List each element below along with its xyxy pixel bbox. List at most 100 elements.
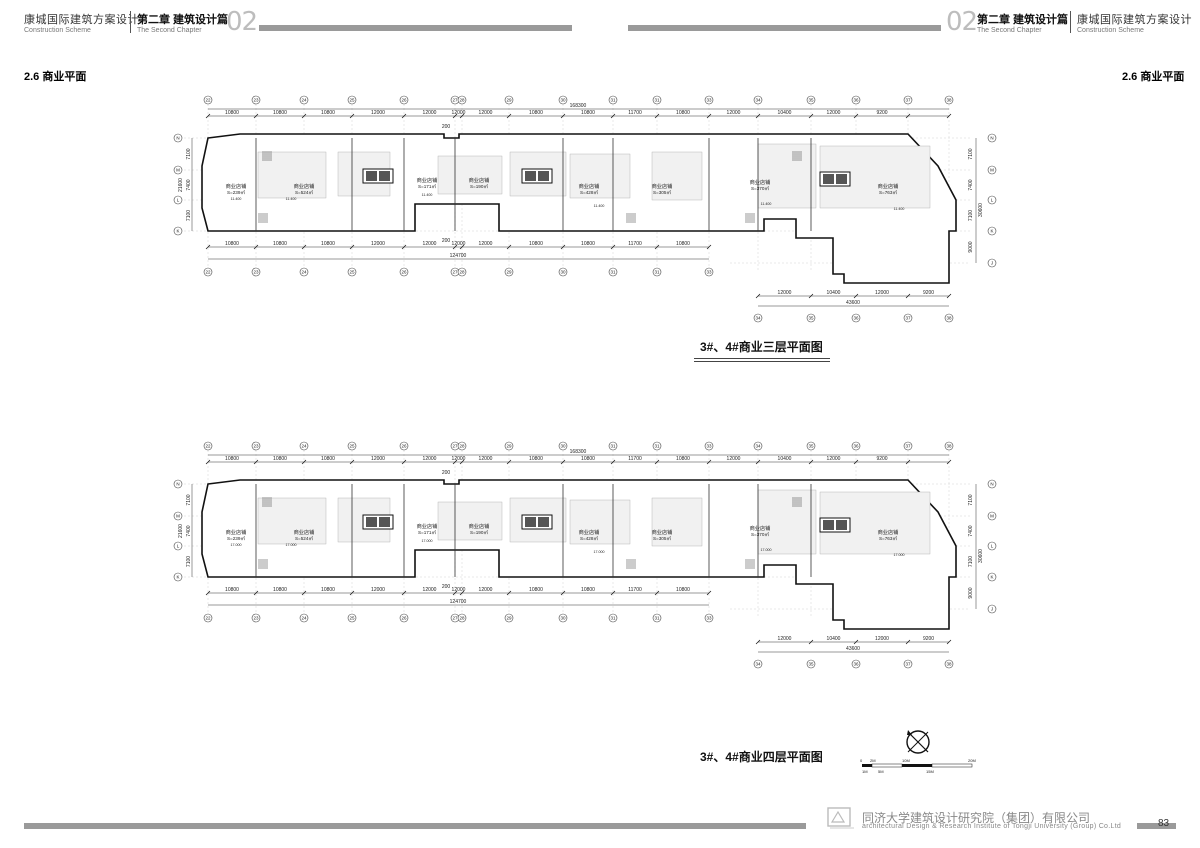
bottom-dim-tick bbox=[459, 590, 465, 596]
axis-label-right: N bbox=[990, 136, 993, 141]
shop-floor-area bbox=[437, 501, 503, 541]
axis-label-left-bubble bbox=[173, 133, 183, 143]
shop-name: 商业店铺 bbox=[226, 182, 247, 190]
axis-label-top-bubble bbox=[704, 441, 714, 451]
axis-label-top: 37 bbox=[905, 444, 911, 449]
axis-label-bottom-bubble bbox=[704, 267, 714, 277]
shop-area: S=190㎡ bbox=[470, 183, 488, 189]
caption-underline bbox=[694, 358, 830, 359]
top-total-value: 168300 bbox=[570, 449, 587, 455]
elevator-car bbox=[538, 171, 549, 181]
left-dim-value: 7100 bbox=[186, 556, 192, 567]
chapter-title-right: 第二章 建筑设计篇 bbox=[977, 14, 1069, 26]
shop-name: 商业店铺 bbox=[417, 176, 438, 184]
axis-label-bottom-bubble bbox=[608, 613, 618, 623]
axis-label-left-bubble bbox=[173, 165, 183, 175]
shop-area: S=305㎡ bbox=[653, 535, 671, 541]
compass-scale: 0 2M 10M 20M 1M 5M 15M bbox=[860, 730, 976, 774]
axis-label-bottom-bubble bbox=[652, 613, 662, 623]
axis-label-top-bubble bbox=[347, 441, 357, 451]
bottom-dim-tick bbox=[452, 590, 458, 596]
shop-area: S=171㎡ bbox=[418, 183, 436, 189]
axis-label-bottom-bubble bbox=[652, 267, 662, 277]
axis-label-bottom: 25 bbox=[349, 616, 355, 621]
wing-dim-value: 10400 bbox=[827, 636, 841, 642]
bottom-dim-tick bbox=[205, 244, 211, 250]
scale-bar: 0 2M 10M 20M 1M 5M 15M bbox=[860, 758, 976, 774]
axis-label-bottom-bubble bbox=[347, 267, 357, 277]
axis-label-top-bubble bbox=[299, 441, 309, 451]
right-dim-value: 7100 bbox=[968, 210, 974, 221]
axis-label-top-bubble bbox=[203, 95, 213, 105]
top-dim-tick bbox=[706, 113, 712, 119]
institute-name-en: architectural Design & Research Institut… bbox=[862, 823, 1122, 830]
shop-floor-area bbox=[757, 143, 817, 209]
axis-label-top: 38 bbox=[946, 98, 952, 103]
shop-area: S=428㎡ bbox=[580, 189, 598, 195]
top-total-value: 168300 bbox=[570, 103, 587, 109]
shop-area: S=763㎡ bbox=[879, 189, 897, 195]
bottom-dim-value: 10800 bbox=[676, 241, 690, 247]
axis-label-wing-bubble bbox=[806, 313, 816, 323]
axis-label-top: 31 bbox=[610, 444, 616, 449]
elevator-car bbox=[379, 517, 390, 527]
axis-label-top-bubble bbox=[299, 95, 309, 105]
axis-label-right: K bbox=[990, 229, 993, 234]
shop-area: S=524㎡ bbox=[295, 189, 313, 195]
footer-bar-left bbox=[24, 823, 806, 829]
axis-label-top: 33 bbox=[706, 444, 712, 449]
axis-label-bottom: 31 bbox=[610, 616, 616, 621]
bottom-dim-value: 10800 bbox=[273, 241, 287, 247]
top-dim-tick bbox=[253, 459, 259, 465]
stair bbox=[792, 151, 802, 161]
axis-label-bottom: 29 bbox=[506, 270, 512, 275]
bottom-dim-value: 12000 bbox=[423, 587, 437, 593]
bottom-dim-value: 10800 bbox=[676, 587, 690, 593]
shop-area: S=428㎡ bbox=[580, 535, 598, 541]
level-mark: 17.000 bbox=[231, 543, 242, 547]
top-dim-value: 11700 bbox=[628, 456, 642, 462]
axis-label-top-bubble bbox=[399, 95, 409, 105]
axis-label-wing: 35 bbox=[808, 316, 814, 321]
top-dim-tick bbox=[452, 459, 458, 465]
axis-label-top: 28 bbox=[459, 98, 465, 103]
top-dim-tick bbox=[253, 113, 259, 119]
axis-label-bottom: 24 bbox=[301, 270, 307, 275]
stair bbox=[262, 151, 272, 161]
axis-label-top: 31 bbox=[610, 98, 616, 103]
left-dim-value: 7400 bbox=[186, 525, 192, 536]
axis-label-right-bubble bbox=[987, 133, 997, 143]
wing-dim-value: 12000 bbox=[778, 290, 792, 296]
scale-label: 2M bbox=[870, 758, 876, 763]
axis-label-top-bubble bbox=[652, 95, 662, 105]
gap-dim-value: 200 bbox=[442, 584, 451, 590]
axis-label-bottom: 22 bbox=[205, 616, 211, 621]
top-dim-value: 12000 bbox=[423, 456, 437, 462]
shop-floor-area bbox=[651, 497, 703, 547]
axis-label-top: 36 bbox=[853, 98, 859, 103]
axis-label-top-bubble bbox=[608, 95, 618, 105]
gap-dim-value: 200 bbox=[442, 238, 451, 244]
top-dim-tick bbox=[301, 113, 307, 119]
axis-label-bottom: 33 bbox=[706, 270, 712, 275]
axis-label-top-bubble bbox=[457, 441, 467, 451]
bottom-dim-value: 10800 bbox=[529, 241, 543, 247]
elevator-car bbox=[836, 520, 847, 530]
axis-label-top-bubble bbox=[903, 95, 913, 105]
top-dim-tick bbox=[349, 113, 355, 119]
axis-label-top-bubble bbox=[558, 441, 568, 451]
shop-name: 商业店铺 bbox=[469, 176, 490, 184]
scale-label: 0 bbox=[860, 758, 863, 763]
scale-label: 1M bbox=[862, 769, 868, 774]
chapter-subtitle: The Second Chapter bbox=[137, 27, 202, 34]
shop-name: 商业店铺 bbox=[652, 528, 673, 536]
wing-dim-value: 12000 bbox=[875, 636, 889, 642]
shop-floor-area bbox=[757, 489, 817, 555]
axis-label-top-bubble bbox=[504, 441, 514, 451]
axis-label-bottom-bubble bbox=[347, 613, 357, 623]
bottom-dim-value: 10800 bbox=[321, 241, 335, 247]
axis-label-left-bubble bbox=[173, 541, 183, 551]
shop-area: S=239㎡ bbox=[227, 189, 245, 195]
compass-icon bbox=[906, 730, 930, 754]
